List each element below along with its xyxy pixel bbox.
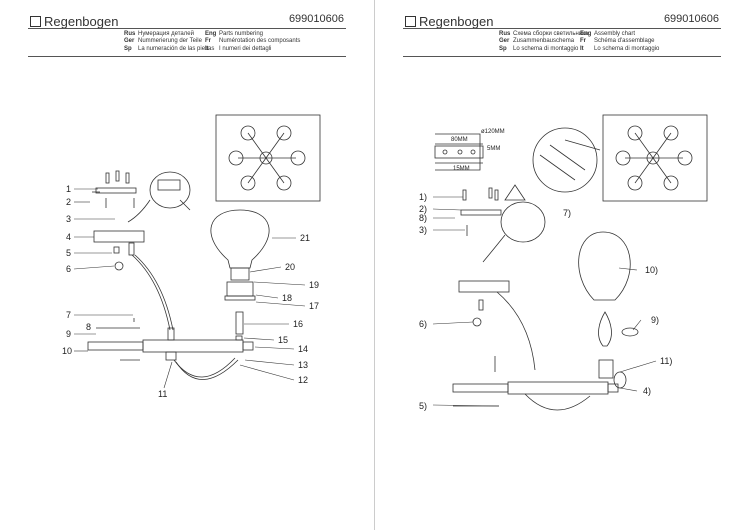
brand-logo: Regenbogen — [405, 14, 493, 29]
svg-text:80MM: 80MM — [451, 137, 468, 143]
svg-text:10: 10 — [62, 346, 72, 356]
svg-text:9: 9 — [66, 329, 71, 339]
svg-text:5: 5 — [66, 248, 71, 258]
svg-text:6): 6) — [419, 319, 427, 329]
svg-text:5MM: 5MM — [487, 146, 500, 152]
candle-bulb-icon — [598, 311, 612, 347]
top-view-frame — [215, 114, 321, 202]
header-divider-bottom — [28, 56, 346, 57]
svg-text:12: 12 — [298, 375, 308, 385]
logo-mark-icon — [30, 16, 41, 27]
svg-text:8): 8) — [419, 213, 427, 223]
dimension-labels: ø120MM 80MM 5MM 15MM — [451, 129, 505, 172]
svg-text:2): 2) — [419, 204, 427, 214]
terminal-detail-icon — [532, 127, 598, 193]
lamp-arm-icon — [507, 381, 609, 395]
svg-text:9): 9) — [651, 315, 659, 325]
svg-text:8: 8 — [86, 322, 91, 332]
terminal-block-icon — [500, 201, 546, 243]
svg-text:7: 7 — [66, 310, 71, 320]
svg-text:6: 6 — [66, 264, 71, 274]
terminal-block-icon — [127, 171, 191, 223]
electric-warning-icon — [504, 184, 526, 201]
svg-text:3): 3) — [419, 225, 427, 235]
svg-text:3: 3 — [66, 214, 71, 224]
lamp-arm-icon — [142, 339, 244, 353]
svg-text:20: 20 — [285, 262, 295, 272]
svg-text:1: 1 — [66, 184, 71, 194]
canopy-icon — [458, 280, 510, 293]
svg-text:11: 11 — [158, 389, 167, 399]
top-view-icon — [615, 125, 693, 191]
brand-logo: Regenbogen — [30, 14, 118, 29]
dimension-detail-icon — [434, 133, 484, 171]
svg-text:5): 5) — [419, 401, 427, 411]
document-number: 699010606 — [663, 13, 719, 25]
svg-text:2: 2 — [66, 197, 71, 207]
parts-diagram: 1 2 3 4 5 6 7 8 9 10 11 12 13 14 15 16 1… — [62, 114, 321, 399]
svg-text:10): 10) — [645, 265, 658, 275]
svg-text:15MM: 15MM — [453, 166, 470, 172]
svg-text:19: 19 — [309, 280, 319, 290]
mounting-bracket-icon — [92, 170, 137, 208]
svg-text:16: 16 — [293, 319, 303, 329]
svg-text:ø120MM: ø120MM — [481, 129, 505, 135]
bulb-icon — [210, 209, 270, 301]
logo-mark-icon — [405, 16, 416, 27]
part-labels: 1 2 3 4 5 6 7 8 9 10 11 12 13 14 15 16 1… — [62, 184, 319, 399]
canopy-icon — [93, 230, 145, 243]
brand-name: Regenbogen — [44, 14, 119, 29]
mounting-bracket-icon — [460, 187, 502, 236]
assembly-diagram: ø120MM 80MM 5MM 15MM 1) 2) 8) 3) 4) 5) 6… — [419, 114, 708, 411]
top-view-icon — [228, 125, 306, 191]
header-divider-bottom — [403, 56, 721, 57]
svg-text:17: 17 — [309, 301, 319, 311]
svg-text:15: 15 — [278, 335, 288, 345]
header-divider-top — [403, 28, 721, 29]
brand-name: Regenbogen — [419, 14, 494, 29]
svg-text:21: 21 — [300, 233, 310, 243]
document-number: 699010606 — [288, 13, 344, 25]
svg-text:18: 18 — [282, 293, 292, 303]
svg-text:13: 13 — [298, 360, 308, 370]
svg-text:11): 11) — [660, 356, 672, 366]
svg-text:4): 4) — [643, 386, 651, 396]
svg-text:4: 4 — [66, 232, 71, 242]
power-cord-icon — [496, 291, 536, 371]
svg-text:1): 1) — [419, 192, 427, 202]
assembly-step-labels: 1) 2) 8) 3) 4) 5) 6) 7) 9) 10) 11) — [419, 192, 672, 411]
svg-text:14: 14 — [298, 344, 308, 354]
svg-text:7): 7) — [563, 208, 571, 218]
top-view-frame — [602, 114, 708, 202]
bulb-icon — [578, 231, 631, 301]
power-cord-icon — [131, 254, 171, 331]
header-divider-top — [28, 28, 346, 29]
